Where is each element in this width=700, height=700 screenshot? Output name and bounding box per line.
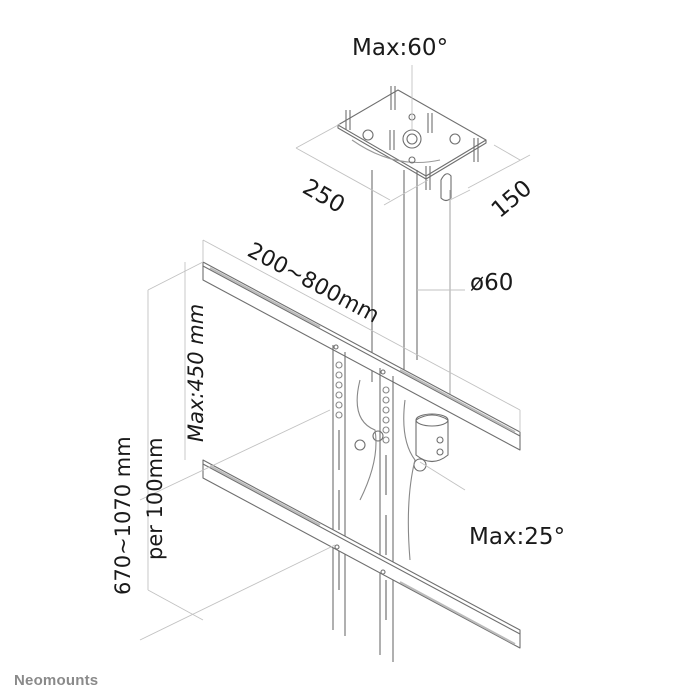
tilt-top-label: Max:60° [352,35,449,61]
tilt-bottom-label: Max:25° [469,524,566,550]
dimension-lines [139,65,531,641]
height-range-label: 670~1070 mm [111,436,135,595]
pole-diameter-label: ø60 [470,270,514,296]
upper-rail [202,261,521,451]
vertical-brackets [332,345,394,662]
height-step-label: per 100mm [143,437,167,560]
brand-logo: Neomounts [14,672,99,689]
ceiling-plate [337,86,487,202]
vesa-height-label: Max:450 mm [184,303,208,442]
pole [371,170,451,400]
lower-rail [202,459,521,649]
tilt-joint [354,379,449,561]
